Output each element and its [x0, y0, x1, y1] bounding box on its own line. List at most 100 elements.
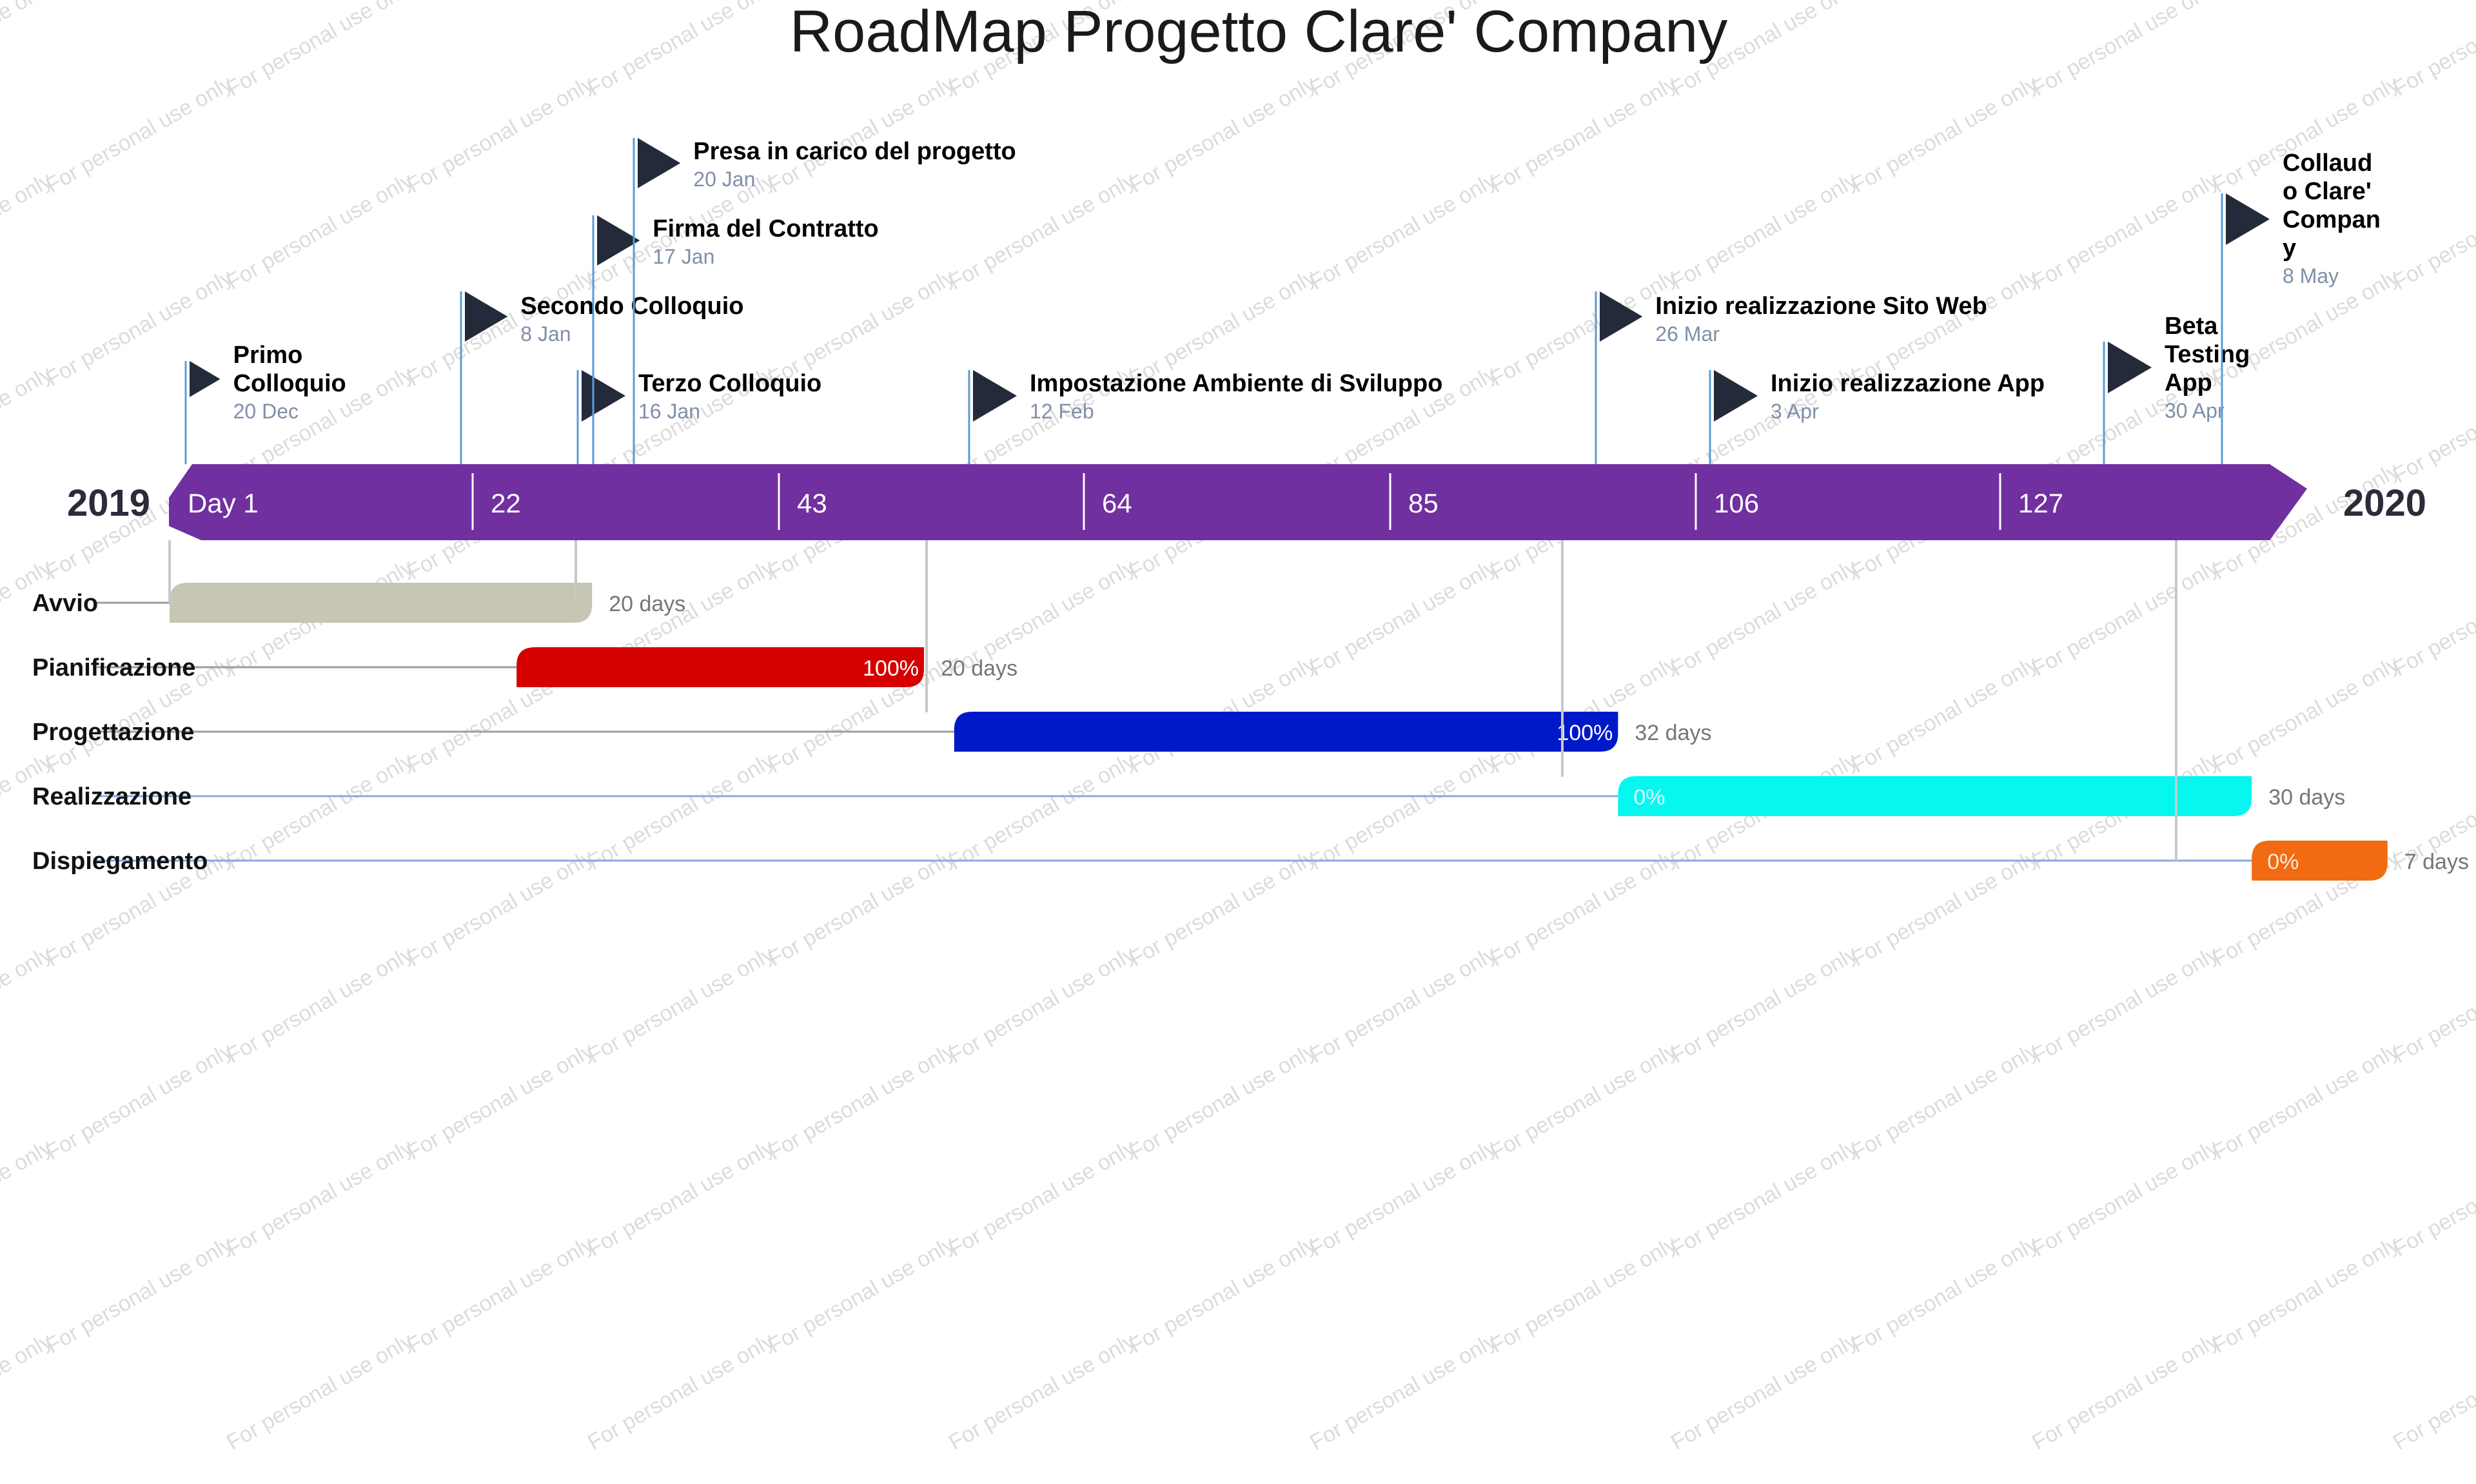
watermark-text: For personal use only — [764, 1039, 959, 1165]
watermark-text: For personal use only — [222, 0, 417, 101]
task-duration: 20 days — [609, 592, 685, 616]
milestone: Firma del Contratto 17 Jan — [592, 215, 879, 464]
end-year-label: 2020 — [2343, 482, 2426, 524]
watermark-text: For personal use only — [2028, 555, 2223, 681]
tick-label: 22 — [491, 488, 521, 518]
watermark-text: For personal use only — [403, 1232, 598, 1358]
watermark-text: For personal use only — [0, 1329, 56, 1455]
tick-label: 85 — [1408, 488, 1439, 518]
task-percent: 0% — [1633, 785, 1665, 810]
milestone-name: o Clare' — [2283, 178, 2372, 205]
milestone-flag-icon — [465, 291, 508, 342]
milestone-date: 16 Jan — [638, 400, 700, 423]
watermark-text: For personal use only — [2028, 1135, 2223, 1262]
milestone-name: Testing — [2165, 341, 2250, 368]
watermark-text: For personal use only — [2208, 1039, 2403, 1165]
task-bar — [954, 712, 1618, 752]
task-duration: 32 days — [1635, 721, 1711, 745]
milestone-name: Primo — [233, 342, 303, 369]
milestone-flag-icon — [2226, 193, 2270, 245]
watermark-text: For personal use only — [42, 72, 237, 198]
watermark-text: For personal use only — [1306, 748, 1500, 875]
watermark-text: For personal use only — [2389, 555, 2476, 681]
watermark-text: For personal use only — [2389, 0, 2476, 101]
milestone-name: Secondo Colloquio — [520, 293, 743, 320]
watermark-text: For personal use only — [1847, 1039, 2042, 1165]
watermark-text: For personal use only — [42, 1039, 237, 1165]
watermark-text: For personal use only — [2389, 942, 2476, 1068]
tick-label: Day 1 — [188, 488, 259, 518]
milestone-flag-icon — [2108, 342, 2152, 393]
milestone-name: Firma del Contratto — [653, 215, 878, 242]
watermark-text: For personal use only — [2208, 1232, 2403, 1358]
watermark-text: For personal use only — [1486, 265, 1681, 391]
milestone-name: Inizio realizzazione Sito Web — [1655, 293, 1987, 320]
watermark-text: For personal use only — [1667, 1135, 1862, 1262]
watermark-text: For personal use only — [945, 168, 1139, 295]
chart-title: RoadMap Progetto Clare' Company — [790, 0, 1728, 64]
watermark-text: For personal use only — [1667, 942, 1862, 1068]
watermark-text: For personal use only — [1667, 1329, 1862, 1455]
watermark-text: For personal use only — [1125, 1232, 1320, 1358]
watermark-text: For personal use only — [2028, 942, 2223, 1068]
watermark-text: For personal use only — [2389, 1329, 2476, 1455]
watermark-text: For personal use only — [222, 942, 417, 1068]
watermark-text: For personal use only — [0, 0, 56, 101]
task-name: Dispiegamento — [32, 848, 208, 875]
milestone-flag-icon — [582, 370, 625, 422]
tick-label: 64 — [1102, 488, 1132, 518]
watermark-text: For personal use only — [403, 72, 598, 198]
milestone-flag-icon — [1600, 291, 1643, 342]
task-bar — [2252, 841, 2388, 881]
task-percent: 100% — [863, 656, 919, 681]
milestone-date: 20 Dec — [233, 400, 299, 423]
task-name: Avvio — [32, 590, 98, 617]
watermark-text: For personal use only — [584, 1329, 778, 1455]
task-bar — [170, 583, 593, 623]
milestone-name: Colloquio — [233, 370, 346, 397]
watermark-text: For personal use only — [222, 168, 417, 295]
watermark-text: For personal use only — [1306, 555, 1500, 681]
watermark-text: For personal use only — [945, 1329, 1139, 1455]
watermark-text: For personal use only — [1125, 845, 1320, 971]
milestone-name: Presa in carico del progetto — [693, 138, 1016, 165]
watermark-text: For personal use only — [1486, 845, 1681, 971]
milestone-date: 26 Mar — [1655, 322, 1720, 346]
watermark-text: For personal use only — [1486, 1039, 1681, 1165]
watermark-text: For personal use only — [222, 748, 417, 875]
watermark-text: For personal use only — [945, 1135, 1139, 1262]
watermark-text: For personal use only — [1667, 555, 1862, 681]
task-bar — [1618, 776, 2252, 816]
watermark-text: For personal use only — [1847, 1232, 2042, 1358]
watermark-text: For personal use only — [945, 942, 1139, 1068]
milestone-name: Beta — [2165, 313, 2218, 340]
watermark-text: For personal use only — [1486, 72, 1681, 198]
watermark-text: For personal use only — [584, 0, 778, 101]
milestone-date: 3 Apr — [1771, 400, 1819, 423]
watermark-text: For personal use only — [764, 1232, 959, 1358]
watermark-text: For personal use only — [403, 845, 598, 971]
watermark-text: For personal use only — [0, 168, 56, 295]
task-name: Realizzazione — [32, 783, 192, 810]
watermark-text: For personal use only — [1306, 942, 1500, 1068]
milestone-name: Terzo Colloquio — [638, 370, 821, 397]
start-year-label: 2019 — [67, 482, 150, 524]
milestone-date: 17 Jan — [653, 245, 714, 268]
watermark-text: For personal use only — [1847, 845, 2042, 971]
watermark-text: For personal use only — [584, 748, 778, 875]
watermark-text: For personal use only — [2389, 1135, 2476, 1262]
task-name: Pianificazione — [32, 654, 195, 681]
watermark-text: For personal use only — [1847, 72, 2042, 198]
task-row: Avvio 20 days — [32, 583, 685, 623]
